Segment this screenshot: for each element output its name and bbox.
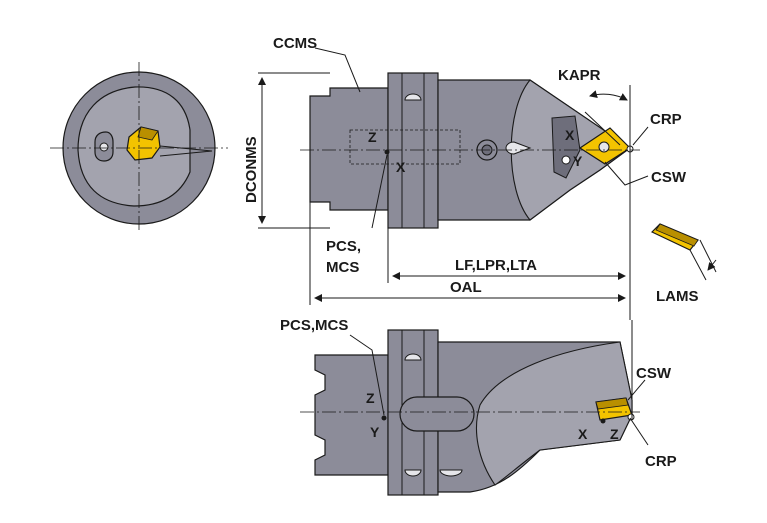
end-view-hole: [99, 142, 109, 152]
bottom-view-notch-bottom-2: [439, 469, 463, 477]
csw-bottom-leader: [627, 379, 646, 401]
top-view-flange-notch-1: [404, 93, 422, 101]
top-view-tip-axis-x: X: [565, 127, 575, 143]
bottom-view-tip-axis-x: X: [578, 426, 588, 442]
labels: CCMS KAPR CRP CSW DCONMS PCS, MCS LF,LPR…: [243, 35, 699, 470]
top-view-pocket: [551, 115, 581, 179]
pcs-mcs-bottom-label: PCS,MCS: [280, 317, 348, 334]
top-view-axis-x: X: [396, 159, 406, 175]
top-view-tip-y-marker: [561, 155, 571, 165]
crp-bottom-leader: [629, 417, 649, 446]
pcs-mcs-top-label-line2: MCS: [326, 259, 359, 276]
end-view: [50, 62, 228, 232]
top-view-tip-axis-y: Y: [573, 153, 583, 169]
pcs-mcs-top-label-line1: PCS,: [326, 238, 361, 255]
crp-bottom-label: CRP: [645, 453, 677, 470]
bottom-view-slot: [399, 396, 475, 432]
top-view-shank: [309, 87, 389, 211]
bottom-view-shank: [314, 354, 389, 476]
dconms-label: DCONMS: [243, 136, 260, 203]
bottom-view-head-curve: [475, 341, 633, 486]
crp-top-leader: [632, 126, 649, 146]
bottom-view: [300, 329, 640, 496]
bottom-view-notch-bottom: [404, 469, 422, 477]
crp-top-label: CRP: [650, 111, 682, 128]
csw-top-leader: [604, 161, 649, 186]
bottom-view-origin-dot: [381, 415, 387, 421]
end-view-tip-lines: [159, 145, 213, 157]
bottom-view-notch-top: [404, 353, 422, 361]
top-view-axis-z: Z: [368, 129, 377, 145]
top-view-origin-dot: [384, 149, 390, 155]
kapr-arc: [589, 90, 628, 101]
ccms-label: CCMS: [273, 35, 317, 52]
top-view-hidden-bore: [349, 129, 461, 165]
dimension-lines: [258, 47, 717, 446]
lams-dim-line: [707, 259, 717, 271]
lf-lpr-lta-label: LF,LPR,LTA: [455, 257, 537, 274]
csw-bottom-label: CSW: [636, 365, 672, 382]
bottom-view-axis-z: Z: [366, 390, 375, 406]
lams-label: LAMS: [656, 288, 699, 305]
pcs-top-leader: [371, 154, 388, 229]
oal-label: OAL: [450, 279, 482, 296]
bottom-view-insert-face: [595, 397, 629, 410]
ccms-leader: [314, 47, 361, 93]
top-view-insert-hole: [598, 141, 610, 153]
insert-side-view-face: [655, 223, 699, 247]
bottom-view-axis-y: Y: [370, 424, 380, 440]
bottom-view-crp-point: [600, 418, 606, 424]
bottom-view-tip-axis-z: Z: [610, 426, 619, 442]
top-view: [300, 72, 640, 229]
kapr-label: KAPR: [558, 67, 601, 84]
csw-top-label: CSW: [651, 169, 687, 186]
pcs-bottom-leader: [349, 334, 385, 416]
